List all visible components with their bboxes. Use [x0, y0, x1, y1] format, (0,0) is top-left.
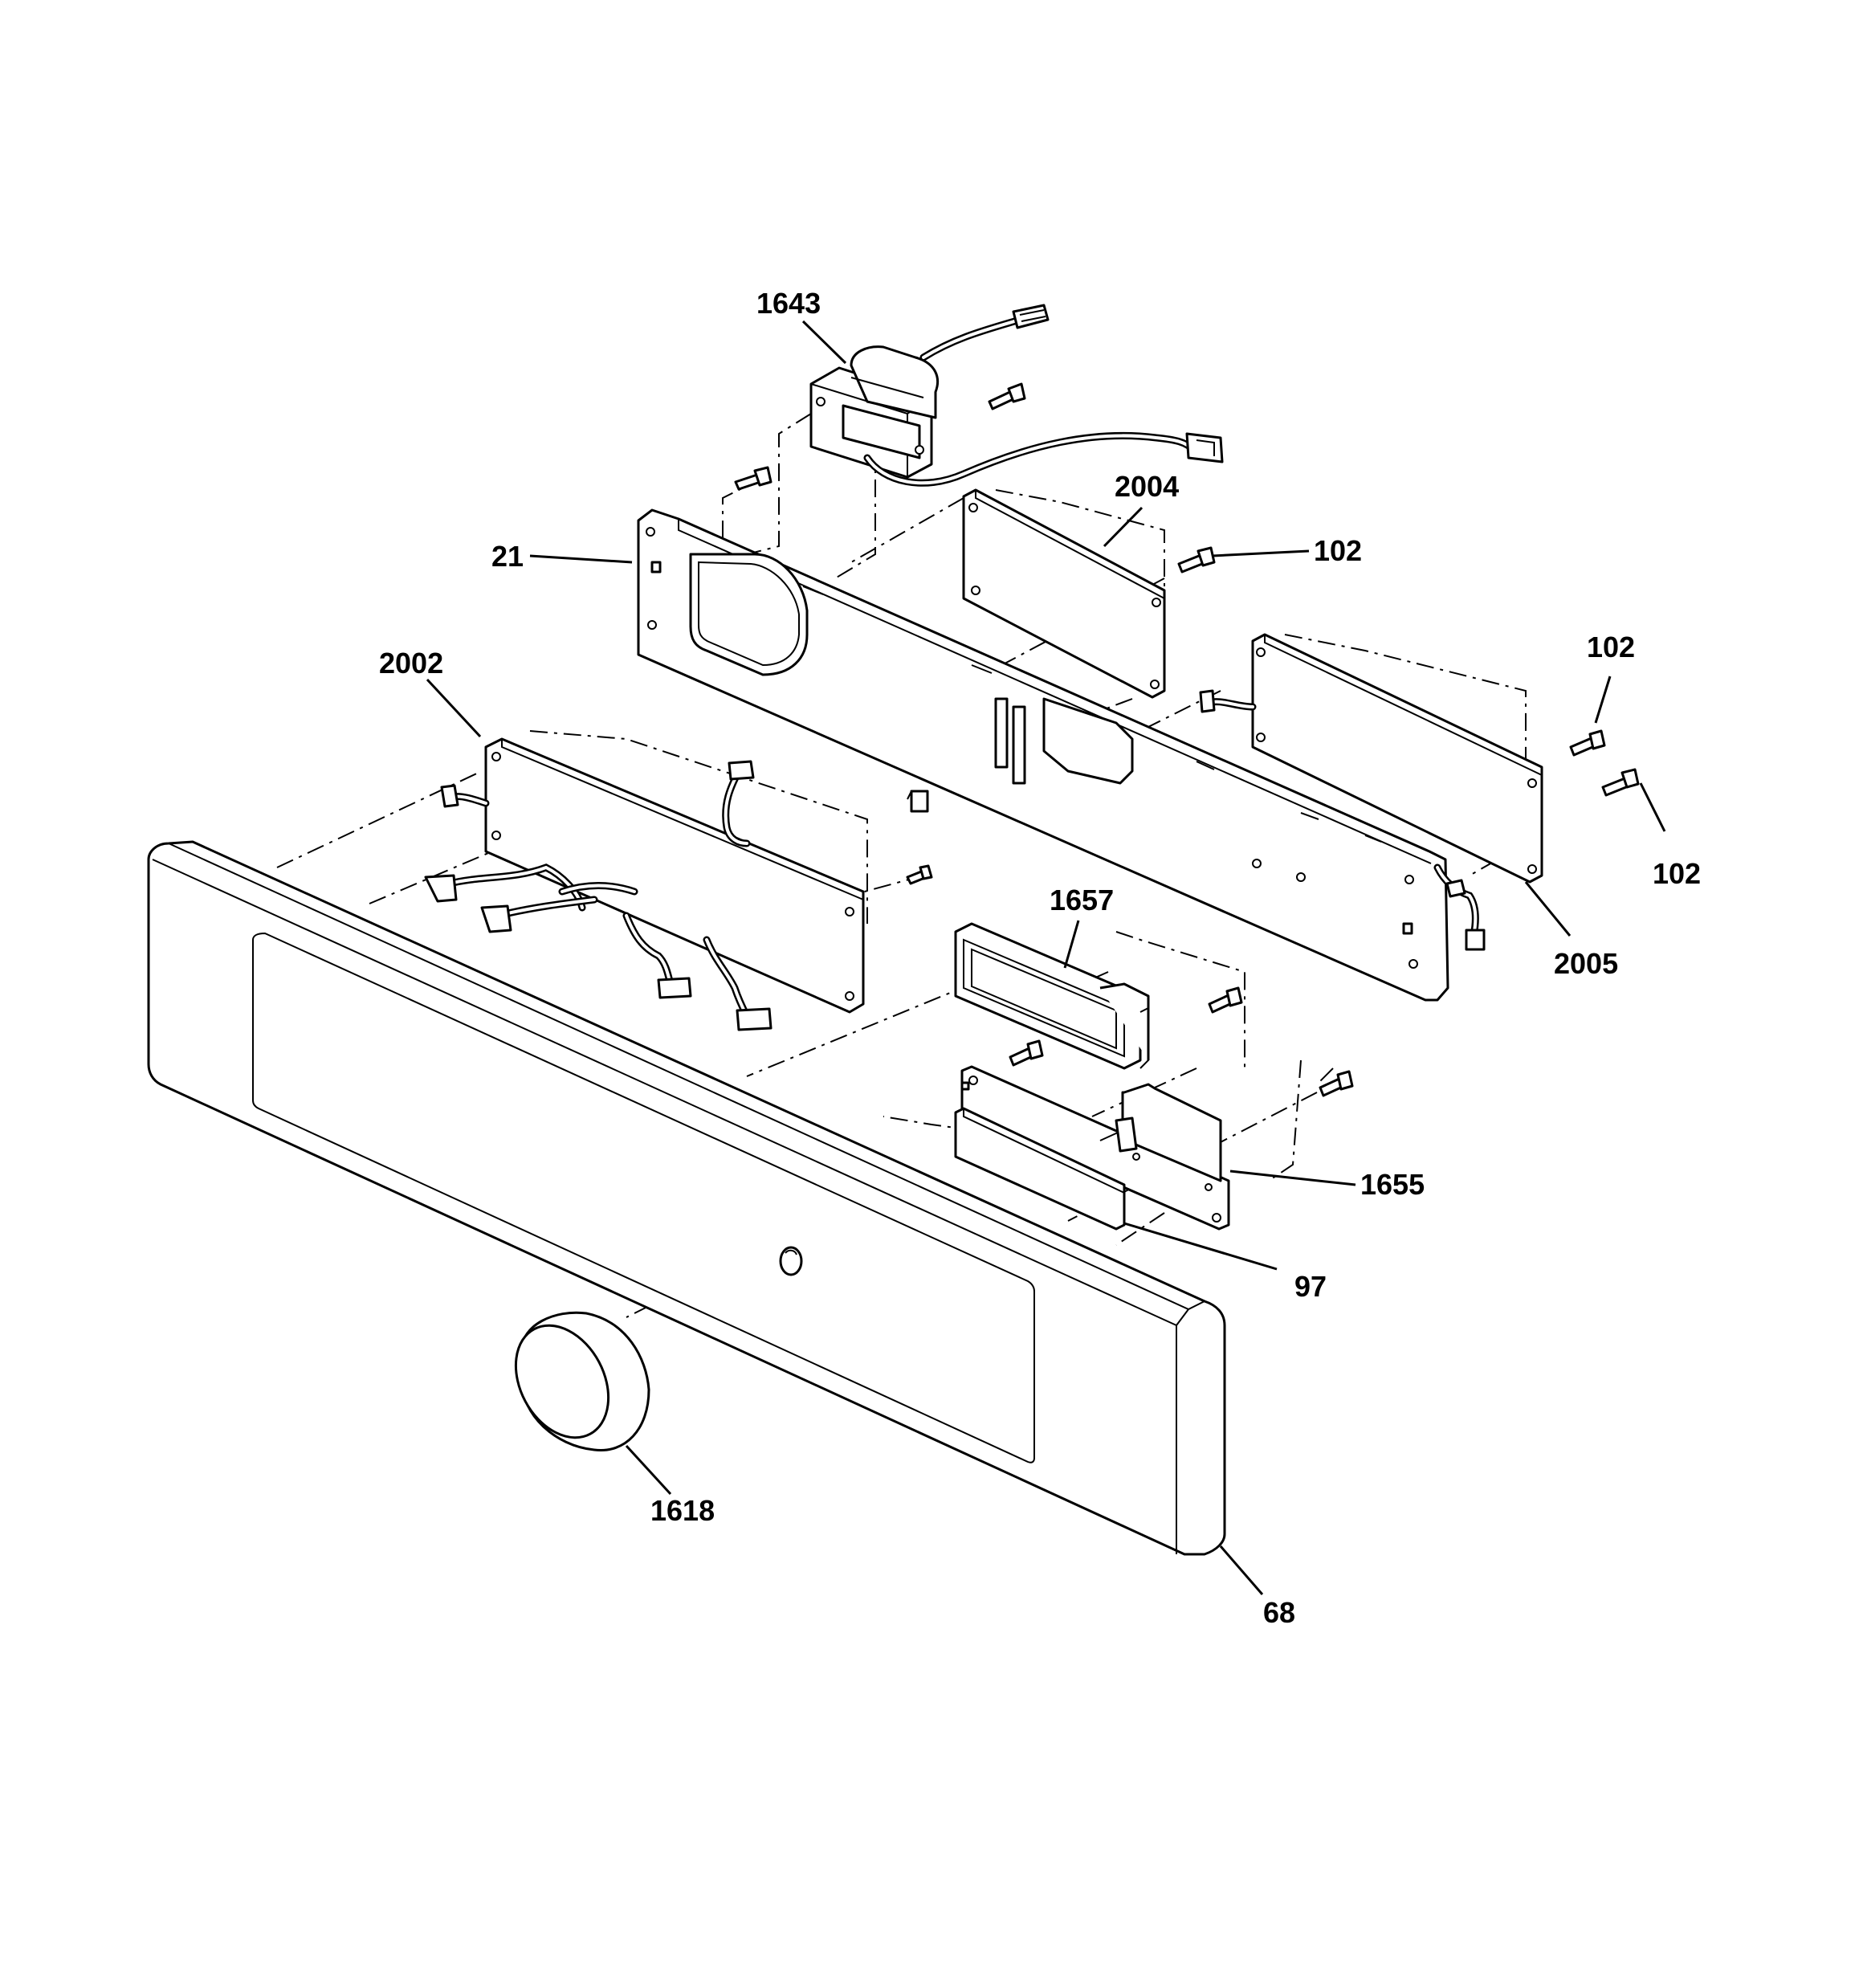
callout-1657: 1657 — [1050, 884, 1114, 916]
callout-97: 97 — [1294, 1270, 1327, 1303]
callout-1643: 1643 — [756, 287, 821, 320]
callout-1618: 1618 — [650, 1494, 715, 1527]
screw-2004 — [1177, 546, 1216, 574]
callout-102-upper-right: 102 — [1587, 631, 1635, 663]
screw-2002 — [906, 864, 933, 885]
transformer — [809, 304, 1224, 487]
display-module-1657 — [954, 922, 1150, 1070]
knob-shaft-hole — [779, 1246, 803, 1276]
callout-1655: 1655 — [1360, 1168, 1425, 1201]
callout-68: 68 — [1263, 1596, 1295, 1629]
mounting-bracket — [637, 508, 1449, 1002]
screw-2005-upper — [1569, 729, 1606, 757]
callout-21: 21 — [491, 540, 524, 573]
screw-1657 — [1208, 986, 1243, 1014]
screws — [734, 382, 1640, 1097]
control-knob — [514, 1311, 650, 1452]
callout-102-lower-right: 102 — [1653, 857, 1701, 890]
screw-1655-left — [1009, 1039, 1044, 1067]
display-lens-97 — [954, 1107, 1126, 1231]
screw-bracket-top — [734, 466, 773, 491]
leader-lines — [426, 320, 1666, 1595]
display-board-1655 — [960, 1065, 1230, 1231]
callout-2005: 2005 — [1554, 947, 1618, 980]
callout-labels: 1643 2004 102 21 2002 102 102 2005 1657 … — [379, 287, 1701, 1629]
control-board-2002 — [424, 737, 865, 1031]
callout-2002: 2002 — [379, 647, 443, 680]
screw-transformer — [988, 382, 1026, 410]
screw-1655-right — [1319, 1070, 1354, 1097]
callout-102-top: 102 — [1314, 534, 1362, 567]
screw-2005-lower — [1601, 768, 1640, 797]
front-panel — [147, 840, 1226, 1556]
control-board-2004 — [962, 488, 1166, 699]
control-board-2005 — [1199, 633, 1543, 951]
callout-2004: 2004 — [1115, 470, 1179, 503]
